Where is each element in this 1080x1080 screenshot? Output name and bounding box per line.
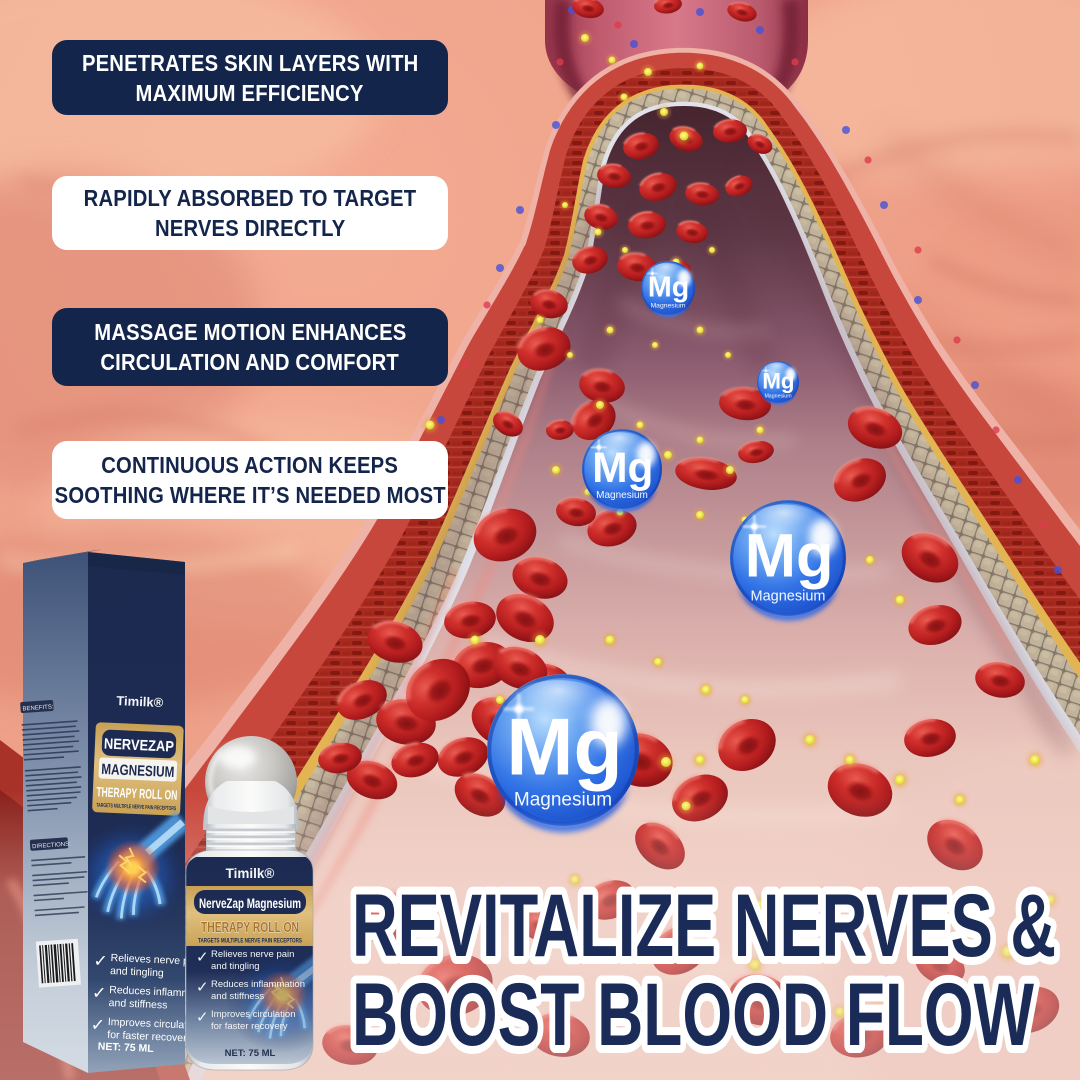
svg-text:Relieves nerve pain: Relieves nerve pain [110,952,203,968]
svg-text:NERVEZAP: NERVEZAP [104,736,175,756]
svg-text:Improves circulation: Improves circulation [211,1009,295,1020]
svg-text:✓: ✓ [196,979,209,996]
svg-text:THERAPY ROLL ON: THERAPY ROLL ON [201,920,299,936]
svg-text:BENEFITS:: BENEFITS: [22,704,54,712]
svg-text:TARGETS MULTIPLE NERVE PAIN RE: TARGETS MULTIPLE NERVE PAIN RECEPTORS [198,938,302,945]
svg-text:BOOST BLOOD FLOW: BOOST BLOOD FLOW [352,964,1034,1064]
svg-text:Timilk®: Timilk® [226,866,275,881]
svg-text:Timilk®: Timilk® [116,693,164,710]
svg-text:Improves circulation: Improves circulation [108,1016,202,1032]
svg-text:and stiffness: and stiffness [211,991,264,1002]
svg-text:NerveZap Magnesium: NerveZap Magnesium [199,896,301,911]
svg-text:Reduces inflammation: Reduces inflammation [109,984,213,1001]
svg-text:NET: 75 ML: NET: 75 ML [98,1041,155,1055]
svg-text:✓: ✓ [196,949,209,966]
svg-text:✓: ✓ [92,983,107,1003]
svg-text:for faster recovery: for faster recovery [211,1021,288,1032]
svg-text:Reduces inflammation: Reduces inflammation [211,979,305,990]
svg-text:TARGETS MULTIPLE NERVE PAIN RE: TARGETS MULTIPLE NERVE PAIN RECEPTORS [96,803,176,812]
svg-text:and tingling: and tingling [110,965,164,979]
svg-text:DIRECTIONS:: DIRECTIONS: [32,841,71,850]
svg-text:REVITALIZE NERVES &: REVITALIZE NERVES & [352,875,1056,975]
svg-text:and stiffness: and stiffness [108,997,167,1012]
svg-text:NET: 75 ML: NET: 75 ML [225,1048,276,1059]
svg-text:✓: ✓ [93,951,108,971]
svg-text:for faster recovery: for faster recovery [107,1029,193,1045]
svg-text:THERAPY ROLL ON: THERAPY ROLL ON [96,784,178,803]
svg-text:✓: ✓ [90,1015,105,1035]
svg-text:MAGNESIUM: MAGNESIUM [101,761,175,781]
svg-text:and tingling: and tingling [211,961,260,972]
svg-text:Relieves nerve pain: Relieves nerve pain [211,949,294,960]
svg-text:✓: ✓ [196,1009,209,1026]
